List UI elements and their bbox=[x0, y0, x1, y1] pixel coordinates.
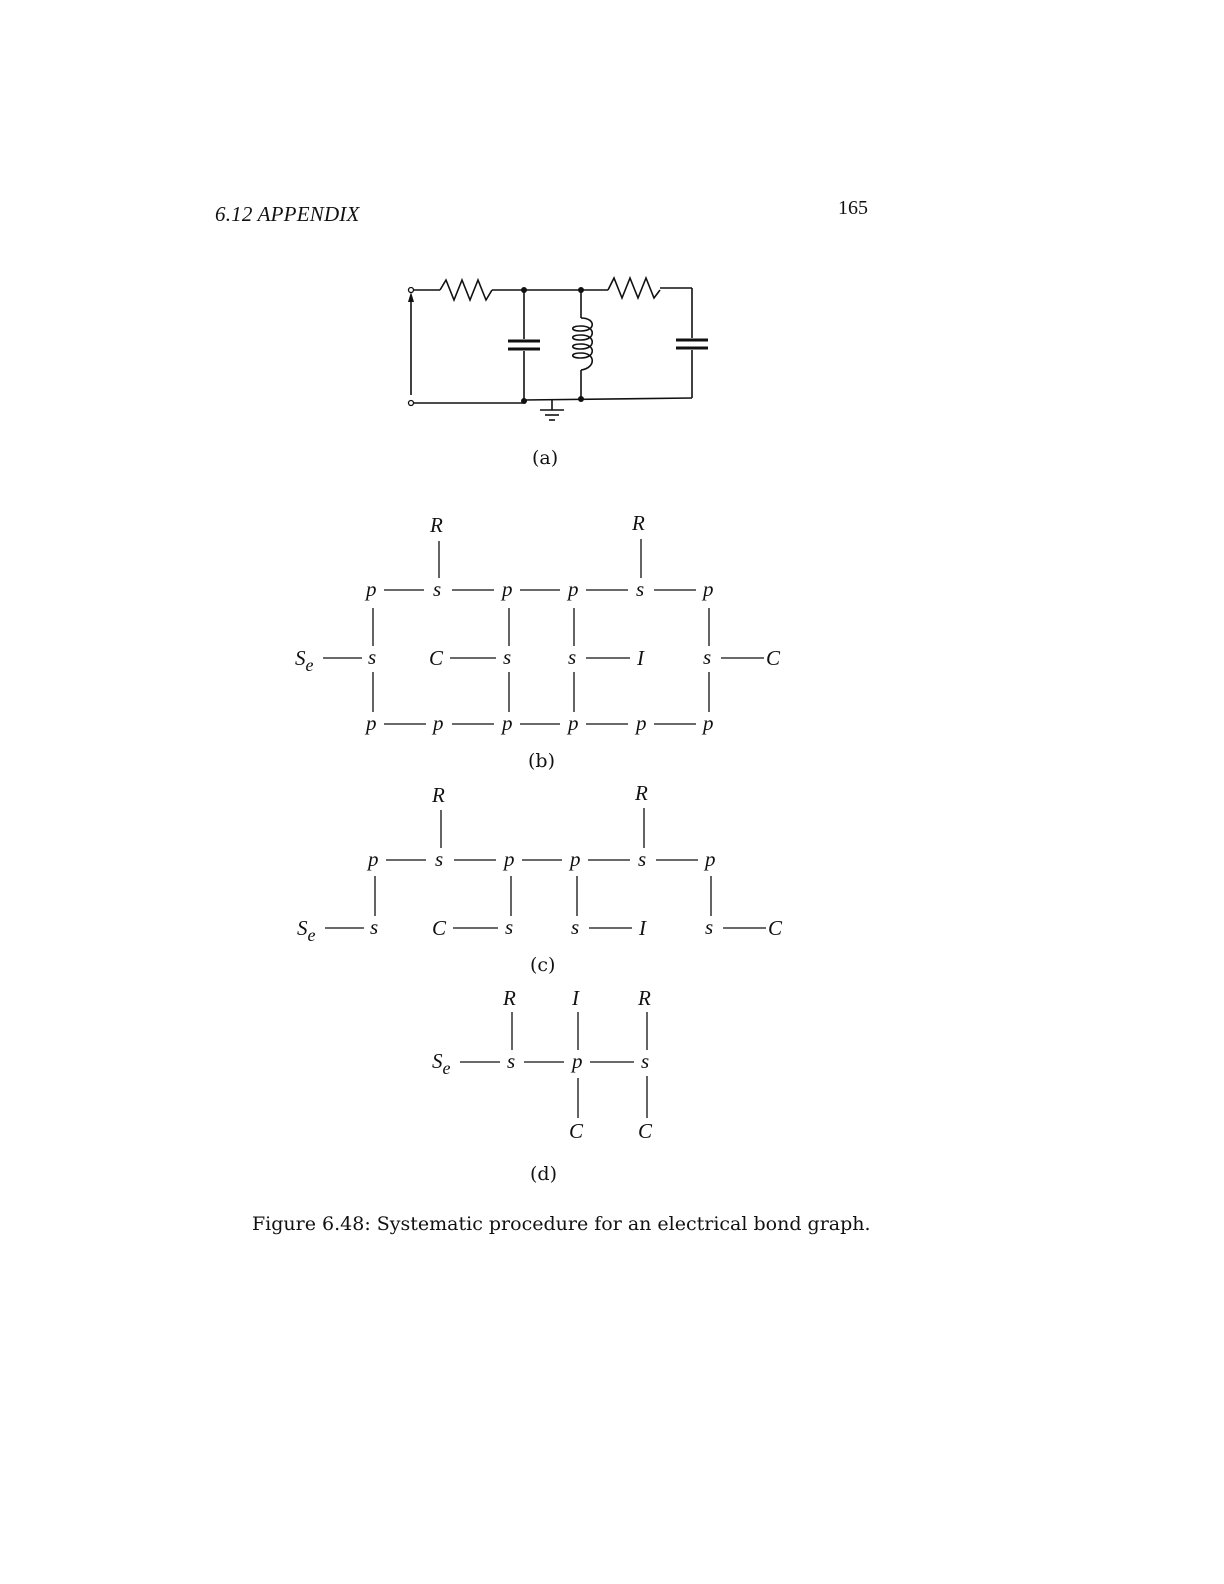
b-bot-p3: p bbox=[500, 711, 513, 735]
resistor-1 bbox=[440, 280, 492, 300]
d-C-right: C bbox=[638, 1119, 653, 1143]
c-top-p3: p bbox=[568, 847, 581, 871]
inductor bbox=[573, 318, 593, 370]
b-top-p4: p bbox=[701, 577, 714, 601]
b-top-s2: s bbox=[636, 577, 644, 601]
b-top-p3: p bbox=[566, 577, 579, 601]
b-top-s1: s bbox=[433, 577, 441, 601]
subfigure-label-a: (a) bbox=[532, 447, 558, 469]
c-R-left: R bbox=[431, 783, 445, 807]
b-top-p2: p bbox=[500, 577, 513, 601]
d-Se: Se bbox=[432, 1049, 451, 1078]
bond-graph-d: R I R Se s p s C C bbox=[432, 986, 653, 1143]
resistor-2 bbox=[608, 278, 660, 298]
d-R-left: R bbox=[502, 986, 516, 1010]
subfigure-label-d: (d) bbox=[530, 1163, 557, 1185]
c-C-right: C bbox=[768, 916, 783, 940]
d-s1: s bbox=[507, 1049, 515, 1073]
c-bot-s4: s bbox=[705, 915, 713, 939]
b-top-p1: p bbox=[364, 577, 377, 601]
b-Se: Se bbox=[295, 646, 314, 675]
c-bot-s3: s bbox=[571, 915, 579, 939]
c-R-right: R bbox=[634, 781, 648, 805]
c-top-p1: p bbox=[366, 847, 379, 871]
c-Se: Se bbox=[297, 916, 316, 945]
c-top-s1: s bbox=[435, 847, 443, 871]
bond-graph-b: R R p s p p s p Se s C s s I s C bbox=[295, 511, 781, 735]
b-bot-p6: p bbox=[701, 711, 714, 735]
c-top-p4: p bbox=[703, 847, 716, 871]
circuit-diagram-a bbox=[408, 278, 708, 420]
b-mid-s4: s bbox=[703, 645, 711, 669]
b-mid-s1: s bbox=[368, 645, 376, 669]
subfigure-label-b: (b) bbox=[528, 750, 555, 772]
subfigure-label-c: (c) bbox=[530, 954, 555, 976]
b-bot-p5: p bbox=[634, 711, 647, 735]
b-bot-p1: p bbox=[364, 711, 377, 735]
b-R-right: R bbox=[631, 511, 645, 535]
b-mid-s2: s bbox=[503, 645, 511, 669]
c-top-s2: s bbox=[638, 847, 646, 871]
c-bot-s2: s bbox=[505, 915, 513, 939]
b-R-left: R bbox=[429, 513, 443, 537]
c-bot-s1: s bbox=[370, 915, 378, 939]
b-bot-p4: p bbox=[566, 711, 579, 735]
d-p: p bbox=[570, 1049, 583, 1073]
b-C-right: C bbox=[766, 646, 781, 670]
d-C-left: C bbox=[569, 1119, 584, 1143]
figure-caption: Figure 6.48: Systematic procedure for an… bbox=[252, 1213, 871, 1235]
d-s2: s bbox=[641, 1049, 649, 1073]
b-bot-p2: p bbox=[431, 711, 444, 735]
b-mid-s3: s bbox=[568, 645, 576, 669]
d-I: I bbox=[571, 986, 580, 1010]
c-I: I bbox=[638, 916, 647, 940]
terminal-top bbox=[409, 288, 414, 293]
b-I: I bbox=[636, 646, 645, 670]
bond-graph-c: R R p s p p s p Se s C s s I s C bbox=[297, 781, 783, 945]
d-R-right: R bbox=[637, 986, 651, 1010]
b-C-left: C bbox=[429, 646, 444, 670]
terminal-bottom bbox=[409, 401, 414, 406]
c-top-p2: p bbox=[502, 847, 515, 871]
source-arrow-head bbox=[408, 292, 414, 302]
c-C-left: C bbox=[432, 916, 447, 940]
